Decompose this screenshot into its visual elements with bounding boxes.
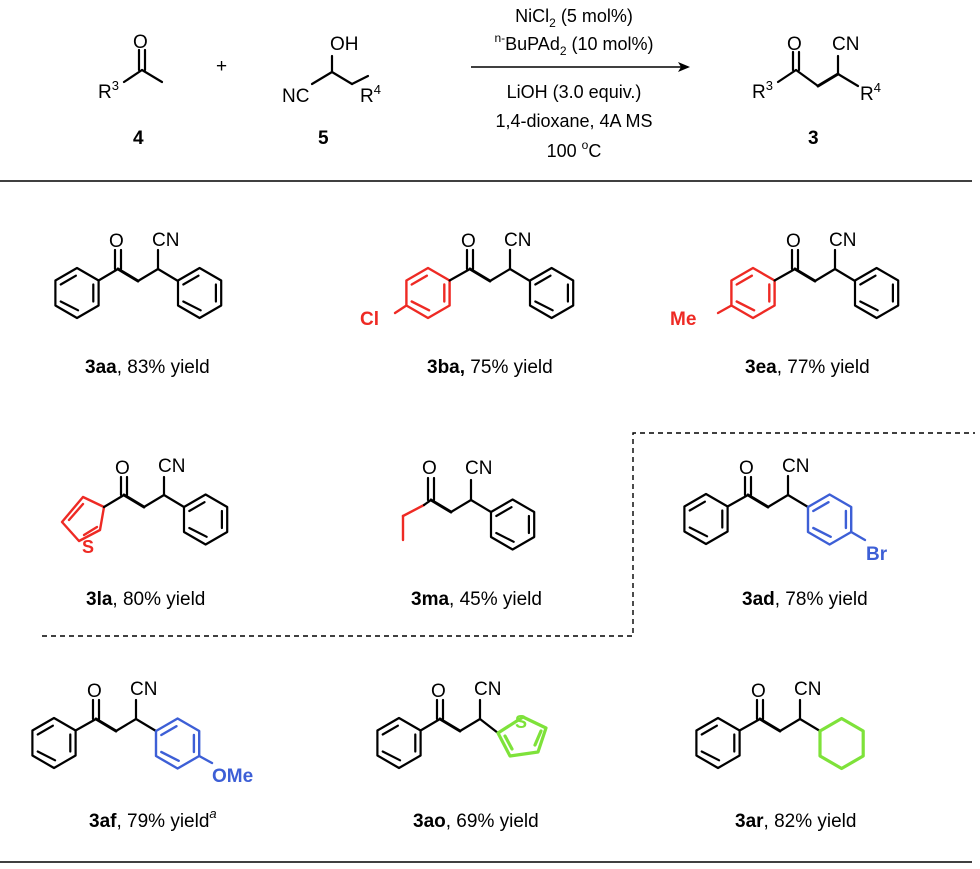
hydroxyl-label: OH	[330, 34, 359, 55]
r4-label: R4	[360, 82, 381, 107]
caption-3ar: 3ar, 82% yield	[735, 811, 856, 832]
bromo-substituent: Br	[866, 544, 888, 565]
caption-3ao: 3ao, 69% yield	[413, 811, 539, 832]
catalyst-text: NiCl2 (5 mol%)	[515, 6, 633, 30]
svg-text:O: O	[786, 231, 801, 252]
compound-3ao: O CN S 3ao, 69% yield	[376, 679, 548, 832]
compound-3af: O CN OMe 3af, 79% yielda	[31, 679, 253, 832]
compound-number-3: 3	[808, 128, 819, 149]
compound-3aa: O CN 3aa, 83% yield	[54, 230, 223, 378]
caption-3ba: 3ba, 75% yield	[427, 357, 553, 378]
svg-text:R4: R4	[860, 80, 881, 105]
solvent-text: 1,4-dioxane, 4A MS	[495, 111, 652, 131]
nitrile-label: NC	[282, 86, 309, 107]
compound-3ea: Me O CN 3ea, 77% yield	[670, 230, 900, 378]
svg-text:CN: CN	[782, 456, 809, 477]
compound-3la: S O CN 3la, 80% yield	[60, 456, 229, 610]
reagent-cyanohydrin: OH NC R4 5	[282, 34, 381, 149]
svg-text:O: O	[115, 458, 130, 479]
caption-3ad: 3ad, 78% yield	[742, 589, 868, 610]
svg-text:O: O	[109, 231, 124, 252]
ligand-text: n-BuPAd2 (10 mol%)	[494, 31, 653, 58]
caption-3ea: 3ea, 77% yield	[745, 357, 870, 378]
svg-text:CN: CN	[158, 456, 185, 477]
svg-text:O: O	[739, 458, 754, 479]
svg-text:CN: CN	[130, 679, 157, 700]
svg-text:O: O	[461, 231, 476, 252]
plus-sign: +	[216, 56, 227, 77]
svg-text:CN: CN	[832, 34, 859, 55]
chloro-substituent: Cl	[360, 309, 379, 330]
dashed-separator	[42, 432, 975, 637]
thiophene-sulfur: S	[82, 537, 94, 557]
methoxy-substituent: OMe	[212, 766, 253, 787]
svg-text:CN: CN	[794, 679, 821, 700]
temperature-text: 100 oC	[547, 138, 602, 161]
caption-3aa: 3aa, 83% yield	[85, 357, 210, 378]
compound-3ba: Cl O CN 3ba, 75% yield	[360, 230, 575, 378]
reagent-ketone: O R3 4	[98, 32, 164, 149]
r3-label: R3	[98, 78, 119, 103]
compound-number-5: 5	[318, 128, 329, 149]
base-text: LiOH (3.0 equiv.)	[507, 82, 642, 102]
methyl-substituent: Me	[670, 309, 696, 330]
svg-text:CN: CN	[152, 230, 179, 251]
product-general: O CN R3 R4 3	[752, 34, 881, 149]
svg-text:CN: CN	[829, 230, 856, 251]
compound-3ma: O CN 3ma, 45% yield	[401, 458, 542, 610]
compound-number-4: 4	[133, 128, 144, 149]
atom-oxygen: O	[133, 32, 148, 53]
svg-text:CN: CN	[504, 230, 531, 251]
compound-3ad: O CN Br 3ad, 78% yield	[683, 456, 888, 610]
svg-text:CN: CN	[474, 679, 501, 700]
svg-text:O: O	[422, 458, 437, 479]
svg-text:CN: CN	[465, 458, 492, 479]
caption-3af: 3af, 79% yielda	[89, 806, 217, 832]
thiophene-sulfur: S	[515, 712, 527, 732]
caption-3la: 3la, 80% yield	[86, 589, 205, 610]
svg-text:O: O	[87, 681, 102, 702]
compound-3ar: O CN 3ar, 82% yield	[695, 679, 865, 832]
caption-3ma: 3ma, 45% yield	[411, 589, 542, 610]
reaction-conditions: NiCl2 (5 mol%) n-BuPAd2 (10 mol%) LiOH (…	[471, 6, 690, 161]
svg-text:R3: R3	[752, 78, 773, 103]
svg-text:O: O	[751, 681, 766, 702]
svg-text:O: O	[787, 34, 802, 55]
svg-text:O: O	[431, 681, 446, 702]
